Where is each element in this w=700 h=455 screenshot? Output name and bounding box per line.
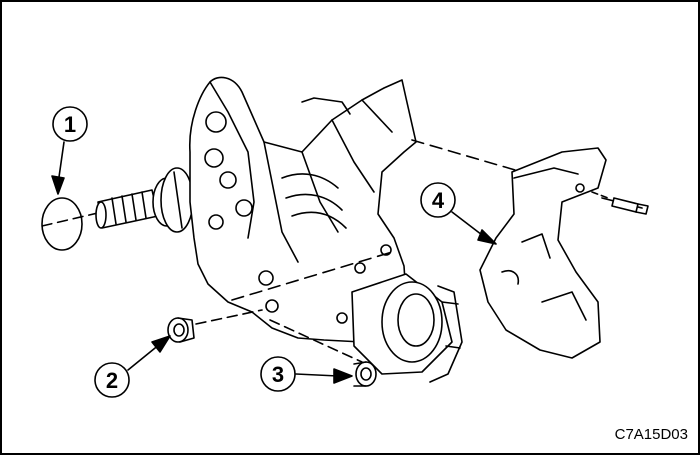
- transfer-case-housing: [189, 76, 417, 343]
- heat-shield-bolt: [591, 191, 649, 215]
- oil-seal-part: [41, 197, 83, 251]
- figure-code: C7A15D03: [614, 426, 688, 443]
- callout-3-label: 3: [272, 362, 284, 387]
- heat-shield-part: [479, 147, 607, 359]
- companion-flange: [351, 273, 463, 383]
- callout-1: [51, 106, 88, 195]
- callout-2: [94, 335, 171, 398]
- plug-part-3: [353, 361, 377, 387]
- callout-2-label: 2: [106, 368, 118, 393]
- callout-1-label: 1: [64, 112, 76, 137]
- output-shaft: [95, 167, 194, 233]
- callout-4-label: 4: [432, 188, 445, 213]
- callout-4: [420, 182, 497, 245]
- callout-3: [260, 356, 353, 392]
- plug-part-2: [167, 317, 195, 343]
